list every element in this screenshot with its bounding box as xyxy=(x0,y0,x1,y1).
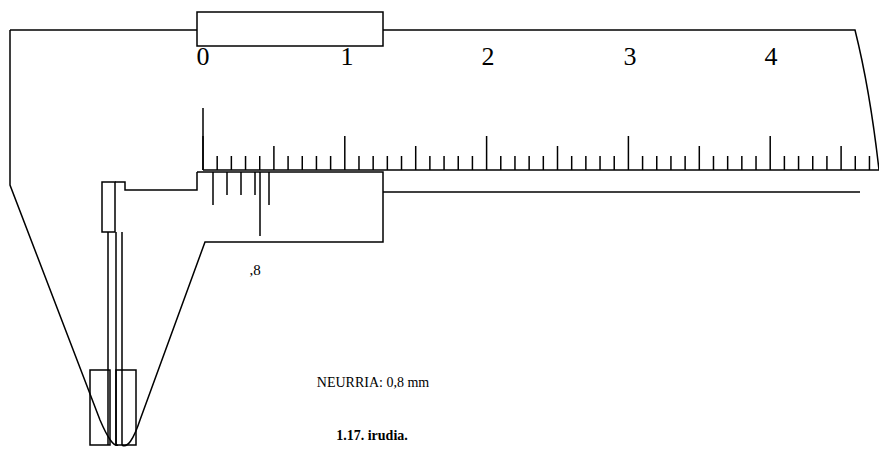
scale-tick xyxy=(372,156,374,170)
scale-tick xyxy=(840,146,842,170)
scale-tick xyxy=(287,156,289,170)
slider-top xyxy=(197,12,383,46)
scale-tick xyxy=(358,156,360,170)
figure-caption: 1.17. irudia. xyxy=(336,428,408,444)
scale-tick xyxy=(571,156,573,170)
inner-jaw xyxy=(102,182,115,232)
scale-tick xyxy=(656,156,658,170)
jaw-tip xyxy=(90,370,110,445)
measurement-note: NEURRIA: 0,8 mm xyxy=(317,375,429,391)
scale-tick xyxy=(684,156,686,170)
scale-tick xyxy=(316,156,318,170)
scale-tick xyxy=(869,156,871,170)
scale-tick xyxy=(713,156,715,170)
scale-tick xyxy=(472,156,474,170)
fixed-jaw xyxy=(10,30,118,445)
scale-tick xyxy=(457,156,459,170)
scale-tick xyxy=(798,156,800,170)
scale-tick xyxy=(727,156,729,170)
scale-number: 2 xyxy=(482,42,495,72)
scale-tick xyxy=(486,136,488,170)
vernier xyxy=(203,108,269,236)
scale-tick xyxy=(259,156,261,170)
scale-tick xyxy=(642,156,644,170)
scale-tick xyxy=(500,156,502,170)
scale-tick xyxy=(231,156,233,170)
scale-line xyxy=(203,169,879,171)
scale-number: 4 xyxy=(765,42,778,72)
scale-tick xyxy=(628,136,630,170)
scale-tick xyxy=(755,156,757,170)
scale-tick xyxy=(557,146,559,170)
scale-tick xyxy=(330,156,332,170)
scale-tick xyxy=(699,146,701,170)
scale-tick xyxy=(826,156,828,170)
vernier-label: ,8 xyxy=(249,262,260,279)
scale-tick xyxy=(429,156,431,170)
scale-tick xyxy=(528,156,530,170)
scale-tick xyxy=(670,156,672,170)
scale-tick xyxy=(273,146,275,170)
scale-number: 3 xyxy=(624,42,637,72)
beam-outline xyxy=(10,30,879,170)
scale-tick xyxy=(401,156,403,170)
scale-tick xyxy=(443,156,445,170)
scale-tick xyxy=(585,156,587,170)
slider-step xyxy=(115,172,197,190)
scale-tick xyxy=(812,156,814,170)
scale-tick xyxy=(387,156,389,170)
beam-bottom xyxy=(383,191,860,193)
scale-tick xyxy=(784,156,786,170)
scale-number: 0 xyxy=(197,42,210,72)
scale-tick xyxy=(216,156,218,170)
scale-tick xyxy=(741,156,743,170)
jaw-tip xyxy=(116,370,136,445)
scale-tick xyxy=(599,156,601,170)
scale-tick xyxy=(855,156,857,170)
scale-tick xyxy=(769,136,771,170)
scale-tick xyxy=(245,156,247,170)
scale-tick xyxy=(302,156,304,170)
scale-tick xyxy=(613,156,615,170)
slider-body xyxy=(122,172,383,446)
scale-number: 1 xyxy=(341,42,354,72)
scale-tick xyxy=(415,146,417,170)
scale-tick xyxy=(344,136,346,170)
scale-tick xyxy=(514,156,516,170)
scale-tick xyxy=(543,156,545,170)
